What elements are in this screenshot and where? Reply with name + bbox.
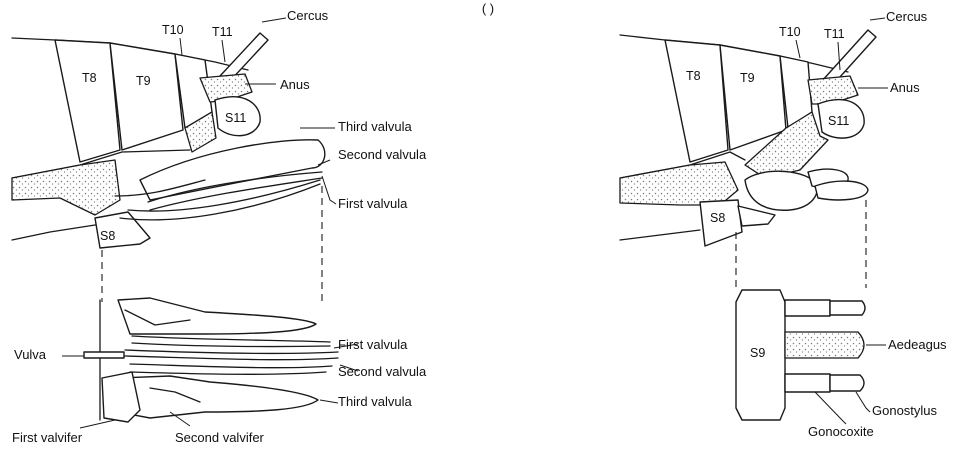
male-t9-label: T9 (740, 71, 755, 85)
male-aedeagus-shape (785, 332, 864, 358)
male-t11-label: T11 (824, 27, 845, 41)
detail-first-valvifer-label: First valvifer (12, 430, 83, 445)
female-first-valvula-label: First valvula (338, 196, 408, 211)
detail-upper-third-valvula (118, 298, 316, 334)
male-cercus-label: Cercus (886, 9, 928, 24)
female-third-valvula (140, 140, 325, 200)
male-t8-plate (665, 40, 728, 162)
male-lobe-large (745, 171, 817, 210)
female-abdomen (12, 33, 325, 248)
male-s11-label: S11 (828, 114, 849, 128)
female-t9-label: T9 (136, 74, 151, 88)
male-t10-label: T10 (779, 25, 801, 39)
female-anus-label: Anus (280, 77, 310, 92)
male-t8-label: T8 (686, 69, 701, 83)
female-s11-label: S11 (225, 111, 246, 125)
female-cercus-label: Cercus (287, 8, 329, 23)
male-s9-label: S9 (750, 346, 765, 360)
detail-vulva-label: Vulva (14, 347, 47, 362)
male-aedeagus-label: Aedeagus (888, 337, 947, 352)
male-gonocoxite-shape (785, 374, 830, 392)
male-anus-label: Anus (890, 80, 920, 95)
female-ovipositor-detail (84, 298, 338, 422)
detail-first-valvula-label: First valvula (338, 337, 408, 352)
male-basal-stipple (620, 162, 738, 205)
detail-lower-third-valvula (118, 376, 318, 418)
male-abdomen (620, 30, 876, 246)
female-t9-plate (110, 43, 183, 150)
detail-vulva-opening (84, 352, 124, 358)
female-third-valvula-label: Third valvula (338, 119, 412, 134)
header-glyph: ( ) (482, 1, 494, 16)
female-second-valvula-label: Second valvula (338, 147, 427, 162)
female-t8-label: T8 (82, 71, 97, 85)
male-gonocoxite-label: Gonocoxite (808, 424, 874, 439)
male-lobe-tip (815, 181, 868, 200)
female-t11-label: T11 (212, 25, 233, 39)
male-t9-plate (720, 45, 786, 150)
female-t8-plate (55, 40, 120, 162)
male-gonostylus-shape (830, 375, 864, 391)
female-s8-label: S8 (100, 229, 115, 243)
female-basal-stipple (12, 160, 120, 215)
male-upper-style (785, 300, 830, 316)
female-t10-label: T10 (162, 23, 184, 37)
male-s8-label: S8 (710, 211, 725, 225)
detail-second-valvifer-label: Second valvifer (175, 430, 265, 445)
detail-third-valvula-label: Third valvula (338, 394, 412, 409)
male-gonostylus-label: Gonostylus (872, 403, 938, 418)
detail-second-valvula-label: Second valvula (338, 364, 427, 379)
